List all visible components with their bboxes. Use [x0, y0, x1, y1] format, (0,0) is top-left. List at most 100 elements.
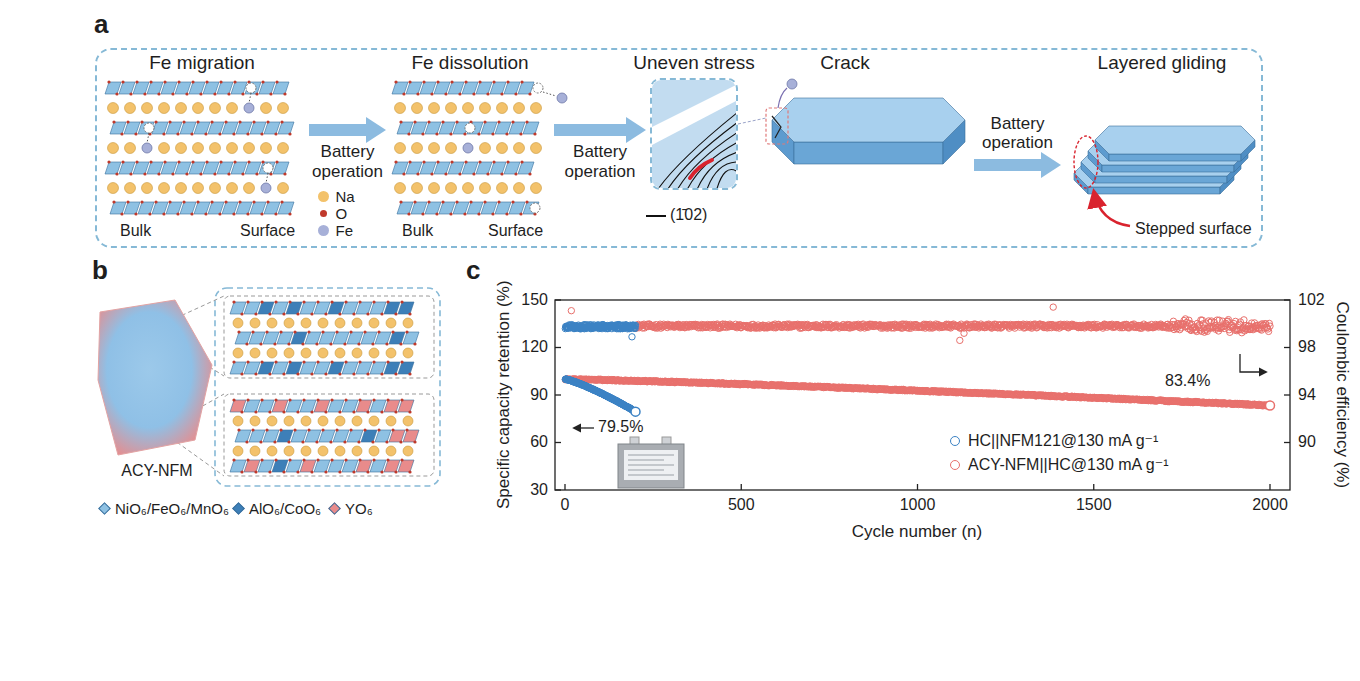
crystal-illustration [530, 203, 540, 213]
crystal-illustration [180, 202, 196, 214]
crystal-illustration [121, 160, 124, 163]
structure-insets [319, 430, 335, 442]
crystal-illustration [528, 92, 531, 95]
structure-insets [279, 330, 282, 333]
structure-insets [318, 446, 328, 456]
structure-insets [296, 470, 299, 473]
structure-insets [347, 430, 363, 442]
structure-insets [375, 430, 391, 442]
crystal-illustration [205, 160, 208, 163]
structure-insets [300, 460, 316, 472]
structure-insets [405, 330, 408, 333]
crystal-illustration [154, 200, 157, 203]
structure-insets [398, 460, 414, 472]
structure-insets [307, 428, 310, 431]
crystal-illustration [449, 212, 452, 215]
structure-insets [385, 342, 388, 345]
crystal-illustration [121, 80, 124, 83]
crystal-illustration [402, 172, 405, 175]
crystal-illustration [273, 162, 289, 174]
structure-insets [386, 416, 396, 426]
structure-insets [386, 458, 389, 461]
structure-insets [399, 440, 402, 443]
structure-insets [286, 302, 302, 314]
layered-plate [1074, 136, 1098, 188]
crystal-illustration [208, 122, 224, 134]
structure-insets [288, 458, 291, 461]
stress-inset [652, 80, 736, 188]
crystal-illustration [420, 82, 436, 94]
structure-insets [246, 300, 249, 303]
crystal-illustration [110, 122, 126, 134]
structure-insets [380, 312, 383, 315]
crystal-illustration [154, 120, 157, 123]
structure-insets [380, 470, 383, 473]
structure-insets [357, 440, 360, 443]
structure-insets [347, 332, 363, 344]
structure-insets [386, 300, 389, 303]
crystal-illustration [402, 92, 405, 95]
crystal-illustration [177, 80, 180, 83]
structure-insets [330, 458, 333, 461]
crystal-illustration [142, 143, 152, 153]
structure-insets [372, 458, 375, 461]
structure-insets [230, 362, 246, 374]
crystal-illustration [436, 160, 439, 163]
structure-insets [328, 400, 344, 412]
crystal-illustration [157, 92, 160, 95]
structure-insets [272, 400, 288, 412]
structure-insets [310, 372, 313, 375]
crystal-illustration [543, 92, 556, 96]
structure-insets [403, 430, 419, 442]
crystal-illustration [505, 132, 508, 135]
plane-marker [646, 215, 666, 217]
crystal-illustration [472, 172, 475, 175]
structure-insets [310, 470, 313, 473]
structure-insets [394, 410, 397, 413]
crystal-illustration [472, 92, 475, 95]
crystal-illustration [486, 92, 489, 95]
stress-inset [706, 162, 736, 188]
crystal-illustration [444, 92, 447, 95]
crystal-illustration [492, 160, 495, 163]
structure-insets [284, 318, 294, 328]
crystal-illustration [110, 202, 126, 214]
crystal-illustration [134, 132, 137, 135]
crystal-illustration [497, 183, 508, 194]
crystal-illustration [458, 172, 461, 175]
structure-insets [342, 362, 358, 374]
crystal-illustration [168, 120, 171, 123]
crystal-illustration [247, 160, 250, 163]
structure-insets [316, 360, 319, 363]
structure-insets [352, 348, 362, 358]
structure-insets [305, 332, 321, 344]
crystal-illustration [476, 162, 492, 174]
structure-insets [370, 460, 386, 472]
crystal-illustration [441, 200, 444, 203]
layered-plate [1095, 176, 1227, 183]
crystal-illustration [514, 183, 525, 194]
crystal-illustration [458, 92, 461, 95]
crystal-illustration [189, 82, 205, 94]
structure-insets [356, 460, 372, 472]
structure-insets [274, 360, 277, 363]
structure-insets [244, 400, 260, 412]
crystal-illustration [497, 120, 500, 123]
crystal-illustration [162, 212, 165, 215]
crystal-illustration [425, 122, 441, 134]
crystal-illustration [261, 183, 271, 193]
stress-inset [716, 170, 736, 189]
structure-insets [301, 416, 311, 426]
structure-insets [274, 458, 277, 461]
crystal-illustration [233, 80, 236, 83]
crystal-illustration [107, 80, 110, 83]
efficiency-points [957, 337, 963, 343]
crystal-illustration [394, 80, 397, 83]
crystal-illustration [274, 212, 277, 215]
crystal-illustration [177, 160, 180, 163]
crystal-illustration [467, 202, 483, 214]
structure-insets [384, 460, 400, 472]
structure-insets [274, 398, 277, 401]
structure-insets [343, 440, 346, 443]
crystal-illustration [435, 212, 438, 215]
